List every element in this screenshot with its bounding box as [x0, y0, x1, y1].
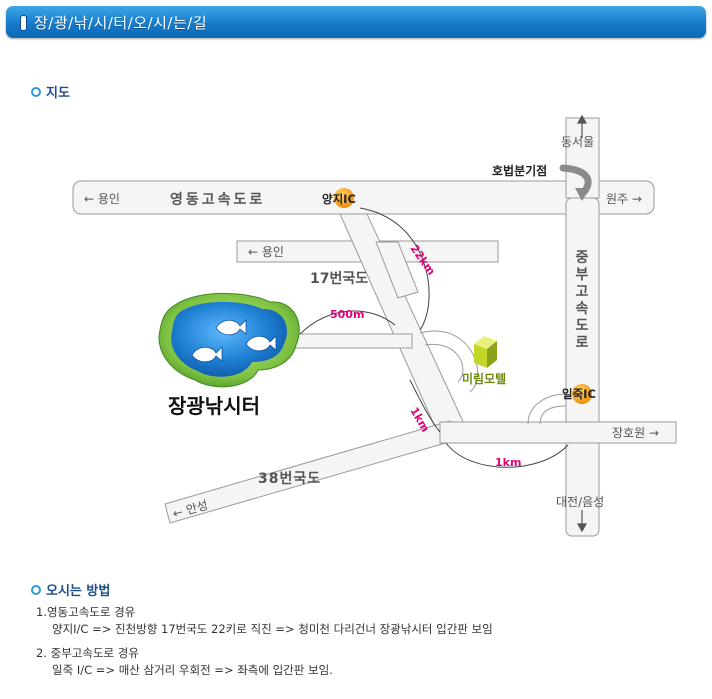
- yangji-ic-label: 양지IC: [322, 192, 356, 206]
- arc-1km-b: [445, 442, 569, 468]
- route-38-label: 38번국도: [258, 471, 321, 487]
- distance-1km-b-label: 1km: [495, 456, 521, 469]
- arrows: [576, 114, 588, 533]
- arc-500m: [299, 310, 396, 335]
- bullet-ring-icon: [31, 86, 41, 97]
- yongin-top-label: ← 용인: [84, 192, 120, 206]
- route17-loop-ramp-inner: [424, 343, 464, 383]
- ramps: [419, 330, 567, 425]
- how-to-come-heading: 오시는 방법: [31, 580, 110, 599]
- daejeon-label: 대전/음성: [556, 495, 604, 509]
- jungbu-expressway: [565, 197, 600, 537]
- distance-arcs: [299, 207, 569, 468]
- how-to-come-title: 오시는 방법: [46, 584, 111, 599]
- wonju-label: 원주 →: [606, 192, 642, 206]
- pond-access-road: [291, 333, 413, 349]
- route17-loop-ramp: [419, 330, 479, 393]
- header-pill-icon: [20, 15, 27, 31]
- route-17-branch: [375, 241, 419, 299]
- fishing-pond-illustration: [158, 292, 300, 388]
- iljuk-ic-icon: [572, 384, 592, 404]
- janghowon-road: [439, 421, 677, 444]
- route-2-title: 2. 중부고속도로 경유: [36, 646, 139, 660]
- route-1-title: 1.영동고속도로 경유: [36, 605, 136, 619]
- arc-22km: [359, 207, 430, 331]
- hobeop-curve-arrow-icon: [559, 164, 592, 201]
- pond-name-label: 장광낚시터: [168, 394, 260, 418]
- route-1-detail: 양지I/C => 진천방향 17번국도 22키로 직진 => 청미천 다리건너 …: [52, 622, 493, 636]
- route-2-detail: 일죽 I/C => 매산 삼거리 우회전 => 좌측에 입간판 보임.: [52, 663, 333, 677]
- page-header: 장/광/낚/시/터/오/시/는/길: [6, 6, 706, 38]
- arc-1km-a: [409, 379, 441, 433]
- map-section-heading: 지도: [31, 82, 70, 101]
- page-title: 장/광/낚/시/터/오/시/는/길: [34, 14, 208, 32]
- hobeop-junction-label: 호법분기점: [492, 163, 547, 178]
- distance-500m-label: 500m: [330, 308, 364, 321]
- map-section-title: 지도: [46, 86, 70, 101]
- iljuk-ramp: [527, 393, 567, 425]
- yongin-mid-label: ← 용인: [248, 245, 284, 259]
- yangji-ic-icon: [334, 188, 354, 208]
- motel-building-icon: [474, 336, 497, 368]
- iljuk-ramp-inner: [539, 405, 567, 425]
- janghowon-label: 장호원 →: [612, 426, 659, 440]
- iljuk-ic-label: 일죽IC: [562, 387, 596, 401]
- route-17-label: 17번국도: [310, 271, 368, 287]
- route-directions: 1.영동고속도로 경유 양지I/C => 진천방향 17번국도 22키로 직진 …: [36, 604, 493, 679]
- motel-label: 미림모텔: [462, 371, 506, 386]
- yeongdong-expressway-label: 영동고속도로: [170, 191, 265, 208]
- road-network: [72, 117, 677, 537]
- bullet-ring-icon: [31, 584, 41, 595]
- fish-icons: [191, 319, 277, 363]
- dongseoul-label: 동서울: [561, 135, 594, 149]
